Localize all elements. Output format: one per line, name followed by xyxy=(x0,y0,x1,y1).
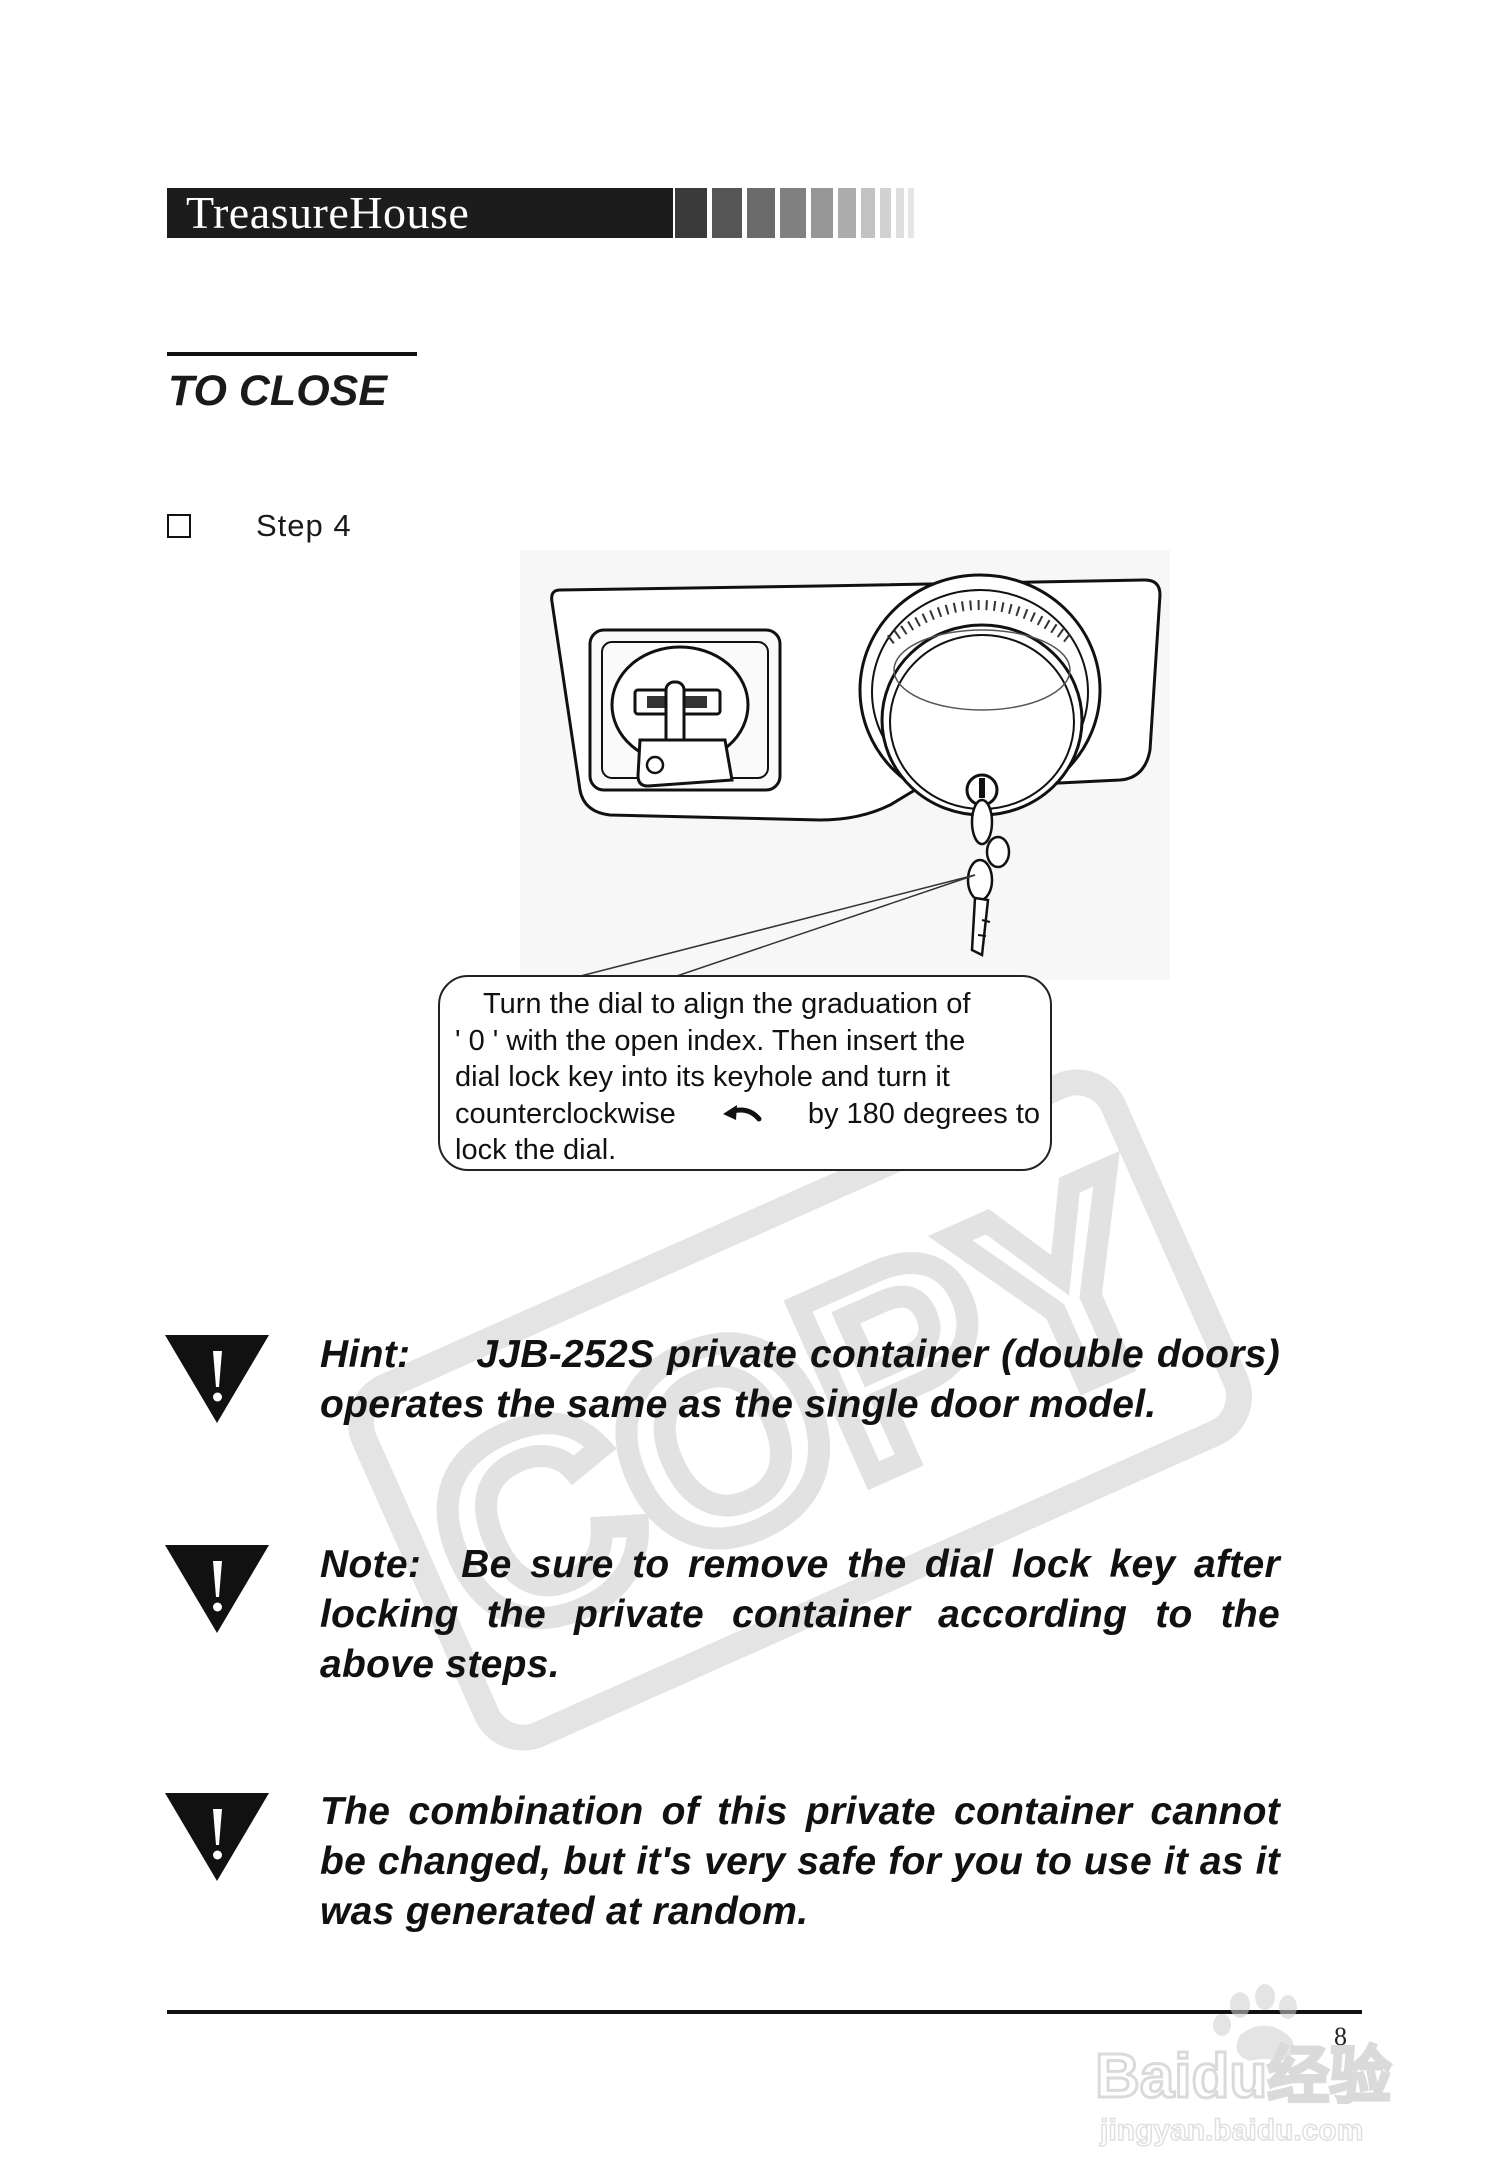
logo-text: Baidu经验 xyxy=(1095,2042,1391,2111)
callout-text-part: by 180 degrees to xyxy=(807,1097,1040,1130)
logo-url: jingyan.baidu.com xyxy=(1099,2114,1363,2147)
combination-dial xyxy=(858,573,1102,817)
heading-rule xyxy=(167,352,417,356)
callout-line: counterclockwise by 180 degrees to xyxy=(455,1096,1040,1133)
banner-block xyxy=(780,188,806,238)
note-text: Be sure to remove the dial lock key afte… xyxy=(320,1543,1280,1686)
warning-triangle-icon xyxy=(165,1545,269,1633)
banner-block xyxy=(896,188,904,238)
instruction-callout xyxy=(438,975,1052,1171)
brand-title: TreasureHouse xyxy=(186,187,470,238)
combination-note: The combination of this private containe… xyxy=(320,1787,1280,1937)
counterclockwise-arrow-icon xyxy=(722,1104,762,1122)
dial-keys xyxy=(966,798,1011,957)
callout-line: ' 0 ' with the open index. Then insert t… xyxy=(455,1024,966,1057)
hint-note: Hint:JJB-252S private container (double … xyxy=(320,1330,1280,1430)
warning-triangle-icon xyxy=(165,1335,269,1423)
paw-icon xyxy=(1213,1984,1297,2061)
banner-block xyxy=(838,188,856,238)
callout-text: Turn the dial to align the graduation of… xyxy=(455,986,1040,1169)
step-label: Step 4 xyxy=(256,508,352,543)
step-checkbox[interactable] xyxy=(167,514,191,538)
callout-line: lock the dial. xyxy=(455,1134,617,1166)
callout-line: Turn the dial to align the graduation of xyxy=(483,988,971,1020)
banner-block xyxy=(880,188,891,238)
callout-text-part: counterclockwise xyxy=(455,1097,676,1130)
banner-block xyxy=(861,188,875,238)
warning-triangle-icon xyxy=(165,1793,269,1881)
banner-block xyxy=(811,188,833,238)
key-lock xyxy=(588,628,782,792)
note-text: The combination of this private containe… xyxy=(320,1790,1280,1933)
baidu-jingyan-logo: Baidu经验 jingyan.baidu.com xyxy=(1094,1984,1393,2148)
banner-block xyxy=(747,188,775,238)
lock-panel-illustration xyxy=(520,550,1170,980)
callout-line: dial lock key into its keyhole and turn … xyxy=(455,1061,950,1093)
note-label: Note: xyxy=(320,1543,422,1586)
banner-block xyxy=(675,188,707,238)
banner-block xyxy=(712,188,742,238)
brand-banner xyxy=(167,188,673,238)
footer-rule xyxy=(167,2010,1362,2014)
note-label: Hint: xyxy=(320,1333,411,1376)
note-text: JJB-252S private container (double doors… xyxy=(320,1333,1280,1426)
banner-block xyxy=(908,188,914,238)
page-number: 8 xyxy=(1334,2022,1347,2051)
caution-note: Note:Be sure to remove the dial lock key… xyxy=(320,1540,1280,1690)
section-heading: TO CLOSE xyxy=(168,367,388,415)
copy-watermark: COPY xyxy=(347,1069,1253,1751)
